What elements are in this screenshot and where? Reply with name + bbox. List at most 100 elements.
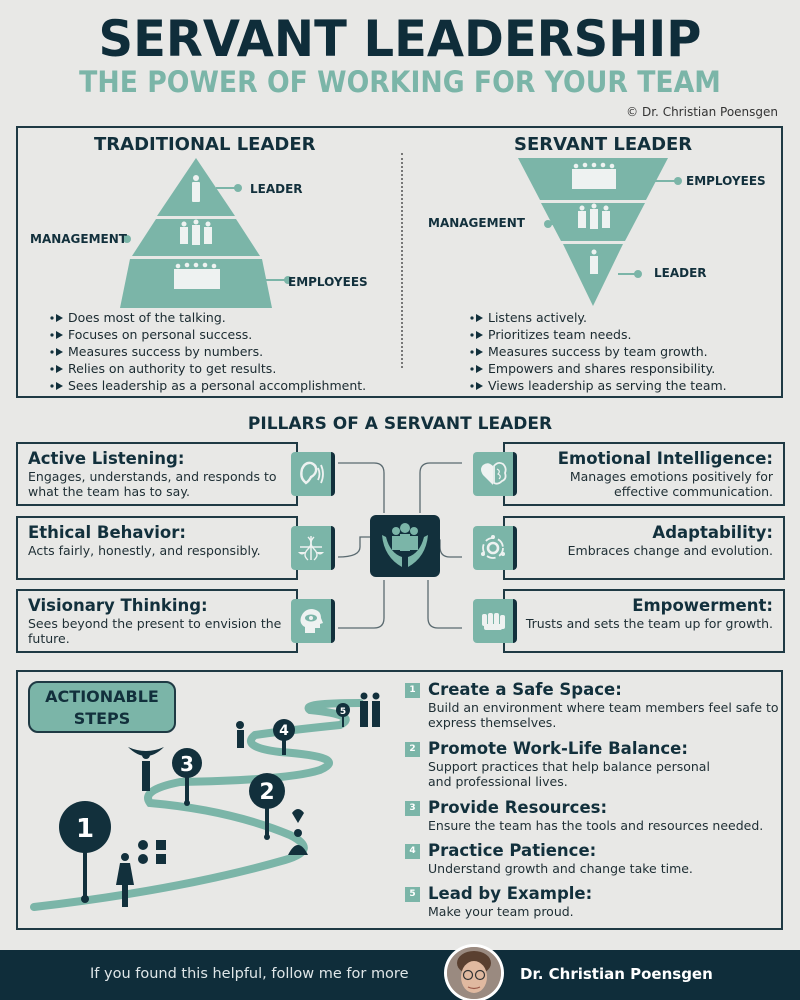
traditional-level-employees: EMPLOYEES <box>288 275 368 289</box>
pillar-emotional-intelligence: Emotional Intelligence: Manages emotions… <box>503 442 785 506</box>
hands-holding-team-icon <box>370 515 440 577</box>
author-name[interactable]: Dr. Christian Poensgen <box>520 965 713 983</box>
pillar-title: Empowerment: <box>632 596 773 615</box>
step-item: 3 Provide Resources: Ensure the team has … <box>405 798 780 833</box>
pillar-text: Manages emotions positively for effectiv… <box>569 469 773 499</box>
servant-connectors <box>544 177 682 278</box>
path-marker-2: 2 <box>259 780 274 805</box>
bullet-item: Listens actively. <box>470 309 727 326</box>
step-text: Build an environment where team members … <box>428 700 779 730</box>
pillar-title: Emotional Intelligence: <box>557 449 773 468</box>
follow-cta: If you found this helpful, follow me for… <box>90 966 409 982</box>
arrow-bullet-icon <box>470 347 488 357</box>
step-text: Understand growth and change take time. <box>428 861 693 876</box>
step-text: Make your team proud. <box>428 904 574 919</box>
path-marker-1: 1 <box>76 814 94 844</box>
step-number-badge: 4 <box>405 843 420 859</box>
pillar-adaptability: Adaptability: Embraces change and evolut… <box>503 516 785 580</box>
copyright: © Dr. Christian Poensgen <box>626 105 778 119</box>
traditional-pyramid <box>120 158 272 308</box>
pillar-text: Engages, understands, and responds to wh… <box>28 469 277 499</box>
step-title: Create a Safe Space: <box>428 680 622 699</box>
bullet-item: Empowers and shares responsibility. <box>470 360 727 377</box>
bullet-item: Views leadership as serving the team. <box>470 377 727 394</box>
bullet-item: Prioritizes team needs. <box>470 326 727 343</box>
subtitle: THE POWER OF WORKING FOR YOUR TEAM <box>79 65 721 99</box>
management-dot <box>123 235 131 243</box>
bullet-item: Does most of the talking. <box>50 309 366 326</box>
pillar-title: Adaptability: <box>652 523 773 542</box>
divider <box>401 153 403 368</box>
head-eye-icon <box>291 599 335 643</box>
bullet-item: Relies on authority to get results. <box>50 360 366 377</box>
step-item: 2 Promote Work-Life Balance: Support prac… <box>405 739 780 789</box>
badge-line: ACTIONABLE <box>45 687 159 706</box>
path-marker-5: 5 <box>340 707 346 717</box>
servant-bullets: Listens actively. Prioritizes team needs… <box>470 309 727 394</box>
step-item: 4 Practice Patience: Understand growth an… <box>405 841 780 876</box>
bullet-item: Measures success by team growth. <box>470 343 727 360</box>
step-number-badge: 3 <box>405 800 420 816</box>
pillar-text: Embraces change and evolution. <box>567 543 773 558</box>
traditional-leader-title: TRADITIONAL LEADER <box>94 134 316 155</box>
servant-level-employees: EMPLOYEES <box>686 174 766 188</box>
pillar-connectors <box>337 462 462 629</box>
winding-path-illustration: 1 2 3 4 5 <box>30 692 380 911</box>
traditional-connectors <box>148 184 292 284</box>
pillar-title: Active Listening: <box>28 449 185 468</box>
heart-brain-icon <box>473 452 517 496</box>
servant-level-leader: LEADER <box>654 266 707 280</box>
step-title: Promote Work-Life Balance: <box>428 739 688 758</box>
servant-leader-title: SERVANT LEADER <box>514 134 693 155</box>
arrow-bullet-icon <box>50 364 68 374</box>
servant-level-management: MANAGEMENT <box>428 216 525 230</box>
arrow-bullet-icon <box>470 313 488 323</box>
pillar-active-listening: Active Listening: Engages, understands, … <box>16 442 298 506</box>
pillar-title: Ethical Behavior: <box>28 523 187 542</box>
step-text: Ensure the team has the tools and resour… <box>428 818 764 833</box>
main-title: SERVANT LEADERSHIP <box>98 10 702 68</box>
pillar-empowerment: Empowerment: Trusts and sets the team up… <box>503 589 785 653</box>
traditional-level-leader: LEADER <box>250 182 303 196</box>
pillar-text: Trusts and sets the team up for growth. <box>525 616 773 631</box>
pillars-title: PILLARS OF A SERVANT LEADER <box>247 414 553 434</box>
actionable-steps-badge: ACTIONABLE STEPS <box>28 681 176 733</box>
pillar-visionary-thinking: Visionary Thinking: Sees beyond the pres… <box>16 589 298 653</box>
badge-line: STEPS <box>73 709 131 728</box>
ear-icon <box>291 452 335 496</box>
arrow-bullet-icon <box>50 330 68 340</box>
arrow-bullet-icon <box>50 381 68 391</box>
step-title: Provide Resources: <box>428 798 608 817</box>
pillar-text: Sees beyond the present to envision the … <box>28 616 282 646</box>
scale-dna-icon <box>291 526 335 570</box>
step-number-badge: 5 <box>405 886 420 902</box>
traditional-bullets: Does most of the talking. Focuses on per… <box>50 309 366 394</box>
pillar-text: Acts fairly, honestly, and responsibly. <box>28 543 261 558</box>
arrow-bullet-icon <box>470 381 488 391</box>
step-title: Practice Patience: <box>428 841 597 860</box>
step-number-badge: 1 <box>405 682 420 698</box>
bullet-item: Measures success by numbers. <box>50 343 366 360</box>
avatar[interactable] <box>444 944 504 1000</box>
step-number-badge: 2 <box>405 741 420 757</box>
arrow-bullet-icon <box>470 330 488 340</box>
bullet-item: Sees leadership as a personal accomplish… <box>50 377 366 394</box>
traditional-level-management: MANAGEMENT <box>30 232 127 246</box>
footer-bar: If you found this helpful, follow me for… <box>0 950 800 1000</box>
arrow-bullet-icon <box>50 347 68 357</box>
arrow-bullet-icon <box>50 313 68 323</box>
arrow-bullet-icon <box>470 364 488 374</box>
pillar-ethical-behavior: Ethical Behavior: Acts fairly, honestly,… <box>16 516 298 580</box>
bullet-item: Focuses on personal success. <box>50 326 366 343</box>
step-title: Lead by Example: <box>428 884 593 903</box>
step-text: Support practices that help balance pers… <box>428 759 710 789</box>
step-item: 1 Create a Safe Space: Build an environme… <box>405 680 780 730</box>
comparison-panel: TRADITIONAL LEADER LEADER MANAGEMENT EMP… <box>16 126 783 398</box>
servant-inverted-pyramid <box>518 158 668 306</box>
fist-icon <box>473 599 517 643</box>
path-marker-4: 4 <box>279 723 289 739</box>
cycle-gear-icon <box>473 526 517 570</box>
step-item: 5 Lead by Example: Make your team proud. <box>405 884 780 919</box>
path-marker-3: 3 <box>180 752 194 776</box>
pillar-title: Visionary Thinking: <box>28 596 208 615</box>
